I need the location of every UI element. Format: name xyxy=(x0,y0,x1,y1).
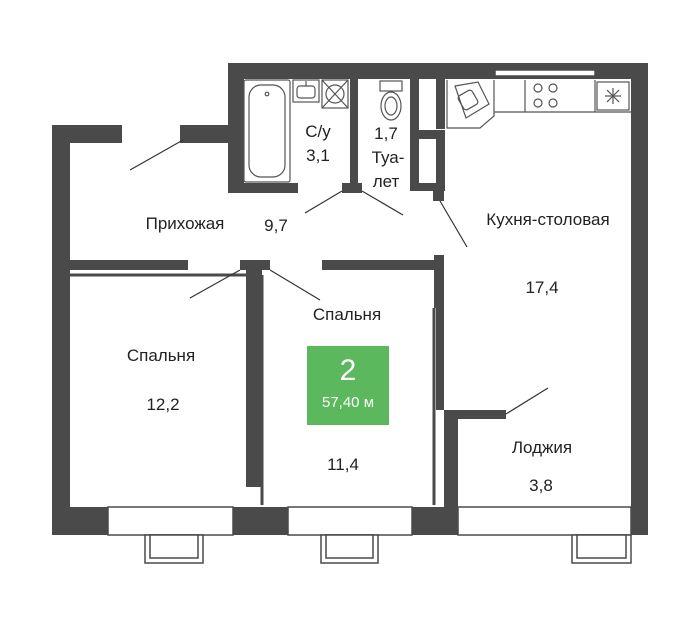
window-loggia xyxy=(457,506,632,536)
total-area: 57,40 м xyxy=(321,394,375,411)
loggia-name: Лоджия xyxy=(511,438,573,457)
toilet-icon xyxy=(379,80,403,121)
kitchen-sink-icon xyxy=(454,81,490,119)
bathroom-name: С/у xyxy=(305,122,331,141)
sink-icon xyxy=(292,79,320,103)
wall-center-right xyxy=(434,255,444,308)
wall-kitchen-mid xyxy=(436,308,444,410)
washing-machine-icon xyxy=(321,79,349,109)
wall-left xyxy=(52,125,70,535)
window-left xyxy=(107,506,234,536)
wall-loggia-top xyxy=(444,410,506,419)
thin-partitions xyxy=(70,273,436,505)
door-swings xyxy=(129,139,549,415)
wall-bottom-1 xyxy=(52,507,108,535)
wall-mid-right xyxy=(322,260,440,270)
bedroom-left-name: Спальня xyxy=(126,346,196,365)
wall-bath-right xyxy=(350,79,358,191)
hall-name: Прихожая xyxy=(145,214,225,233)
wall-toilet-right xyxy=(410,79,419,191)
window-kitchen-top xyxy=(494,69,596,77)
apartment-badge: 2 57,40 м xyxy=(307,346,389,425)
wall-shaft xyxy=(419,130,445,139)
loggia-area: 3,8 xyxy=(529,476,553,495)
wall-shaft-bottom xyxy=(410,183,440,191)
walls xyxy=(52,63,648,535)
windows xyxy=(107,69,632,564)
bedroom-left-area: 12,2 xyxy=(146,395,180,414)
wall-top-left-stub xyxy=(180,125,238,143)
toilet-name-line2: лет xyxy=(372,172,400,191)
wall-bath-left xyxy=(228,63,244,193)
wall-loggia-left xyxy=(444,410,458,535)
balcony-3-inner xyxy=(576,534,627,559)
toilet-name-line1: Туа- xyxy=(371,148,405,167)
wall-bottom-3 xyxy=(412,507,458,535)
wall-kitchen-door-stub xyxy=(433,191,444,201)
bathtub-icon xyxy=(243,79,291,183)
room-count: 2 xyxy=(339,354,357,387)
wall-bath-corner xyxy=(342,183,362,193)
balcony-1-inner xyxy=(149,534,199,559)
wall-bedroom-divider xyxy=(246,265,262,487)
bathroom-area: 3,1 xyxy=(306,146,330,165)
kitchen-name: Кухня-столовая xyxy=(486,210,610,229)
wall-right xyxy=(631,63,648,535)
wall-bottom-2 xyxy=(233,507,288,535)
kitchen-counter xyxy=(446,80,631,129)
wall-kitchen-left xyxy=(436,79,445,129)
balcony-2-inner xyxy=(325,534,374,559)
wall-mid-left xyxy=(70,260,188,270)
fridge-icon xyxy=(596,81,630,111)
hall-area: 9,7 xyxy=(264,216,288,235)
toilet-area: 1,7 xyxy=(374,124,398,143)
bedroom-center-name: Спальня xyxy=(312,305,382,324)
kitchen-area: 17,4 xyxy=(525,278,559,297)
wall-shaft-right xyxy=(436,139,445,191)
bedroom-center-area: 11,4 xyxy=(327,455,359,474)
stove-icon xyxy=(533,83,558,108)
wall-bath-bottom xyxy=(228,183,298,193)
window-center xyxy=(287,506,413,536)
